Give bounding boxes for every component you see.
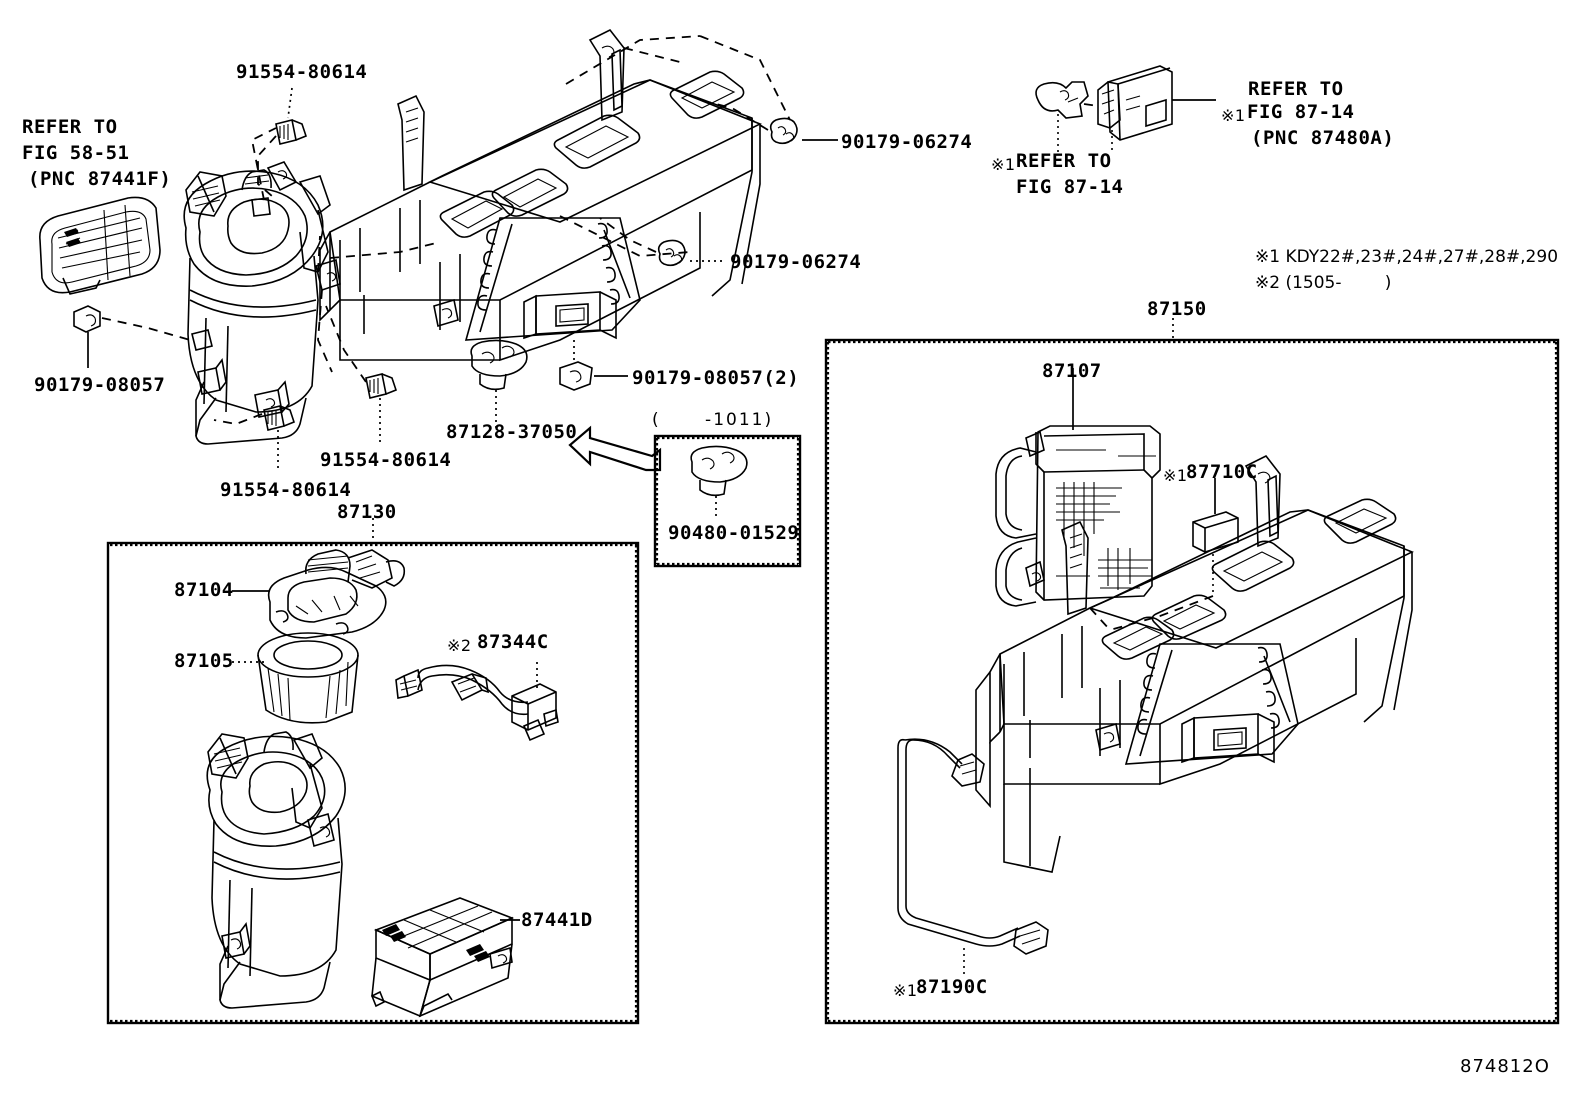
refer-fig-58-51-line3: (PNC 87441F): [28, 168, 172, 190]
filter-87441d-drawing: [370, 897, 520, 1018]
part-label-87128-37050: 87128-37050: [446, 421, 578, 443]
blower-housing-drawing: [183, 161, 341, 445]
part-label-87344c: 87344C: [477, 631, 549, 653]
fasteners-upper: [73, 87, 838, 470]
refer-fig-87-14-right-line1: REFER TO: [1248, 78, 1344, 100]
part-label-90179-06274-upper: 90179-06274: [841, 131, 973, 153]
mark-1-87710c: ※1: [1163, 466, 1188, 485]
heater-unit-lower-drawing: [975, 454, 1414, 873]
part-label-87710c: 87710C: [1186, 461, 1258, 483]
wire-87190c-drawing: [897, 738, 1049, 976]
mark-1-refer-left: ※1: [991, 155, 1016, 174]
blower-case-drawing: [206, 731, 346, 1009]
refer-fig-87-14-right-line3: (PNC 87480A): [1251, 127, 1395, 149]
footnote-1: ※1 KDY22#,23#,24#,27#,28#,290: [1255, 247, 1559, 267]
blower-assembly-box: [106, 541, 640, 1025]
part-label-90480-01529: 90480-01529: [668, 522, 800, 544]
duct-87441f-drawing: [39, 196, 161, 295]
refer-fig-58-51-line1: REFER TO: [22, 116, 118, 138]
heater-assembly-box: [824, 338, 1560, 1025]
inset-range-label: ( -1011): [652, 410, 774, 430]
part-label-87150: 87150: [1147, 298, 1207, 320]
part-label-91554-80614-low: 91554-80614: [220, 479, 352, 501]
valve-87710c-drawing: [1109, 478, 1239, 631]
drawing-id: 874812O: [1460, 1056, 1550, 1077]
part-label-90179-06274-lower: 90179-06274: [730, 251, 862, 273]
refer-fig-87-14-left-line2: FIG 87-14: [1016, 176, 1124, 198]
part-label-87130: 87130: [337, 501, 397, 523]
part-label-87104: 87104: [174, 579, 234, 601]
part-label-87190c: 87190C: [916, 976, 988, 998]
inset-grommet-90480-drawing: [690, 445, 748, 518]
mark-2-87344c: ※2: [447, 636, 472, 655]
resistor-harness-87344c-drawing: [395, 662, 559, 742]
heater-unit-upper-drawing: [250, 28, 791, 373]
part-label-91554-80614-mid: 91554-80614: [320, 449, 452, 471]
mark-1-refer-right: ※1: [1221, 106, 1246, 125]
blower-motor-87104-drawing: [232, 549, 406, 639]
module-87480a-drawing: [1035, 65, 1216, 152]
inset-box-1011: [653, 434, 802, 568]
part-label-87105: 87105: [174, 650, 234, 672]
part-label-90179-08057: 90179-08057: [34, 374, 166, 396]
part-label-91554-80614-top: 91554-80614: [236, 61, 368, 83]
blower-fan-87105-drawing: [232, 632, 359, 724]
refer-fig-58-51-line2: FIG 58-51: [22, 142, 130, 164]
inset-arrow: [568, 425, 662, 472]
mark-1-87190c: ※1: [893, 981, 918, 1000]
part-label-87441d: 87441D: [521, 909, 593, 931]
heater-core-87107-drawing: [995, 368, 1161, 607]
part-label-90179-08057-2: 90179-08057(2): [632, 367, 800, 389]
refer-fig-87-14-left-line1: REFER TO: [1016, 150, 1112, 172]
part-label-87107: 87107: [1042, 360, 1102, 382]
refer-fig-87-14-right-line2: FIG 87-14: [1247, 101, 1355, 123]
footnote-2: ※2 (1505- ): [1255, 273, 1392, 293]
